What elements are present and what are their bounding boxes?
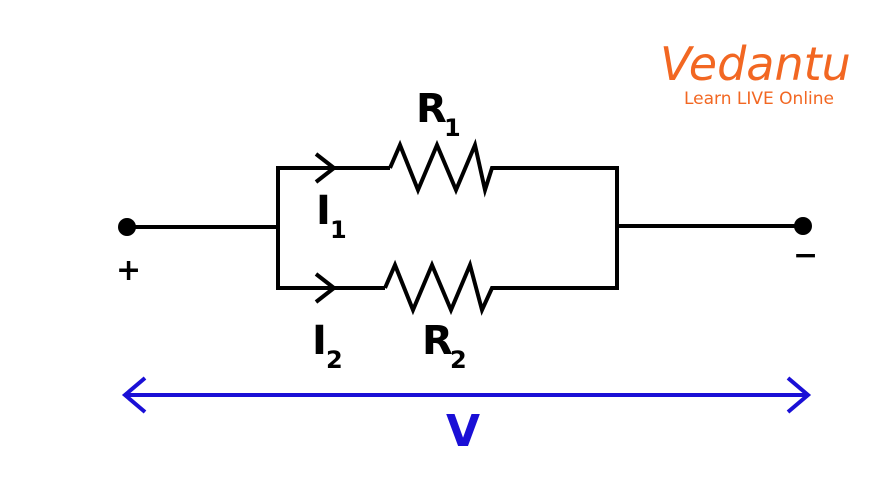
resistor-r2 (383, 258, 619, 316)
svg-text:1: 1 (444, 114, 461, 142)
negative-sign: − (793, 238, 818, 273)
label-r1: R 1 (416, 86, 461, 142)
label-i2: I 2 (312, 318, 343, 374)
voltage-label: V (446, 406, 480, 457)
logo-wordmark: Vedantu (660, 37, 851, 91)
vedantu-logo: Vedantu Learn LIVE Online (660, 37, 851, 109)
positive-terminal (118, 218, 136, 236)
svg-text:2: 2 (450, 346, 467, 374)
svg-text:R: R (422, 318, 453, 364)
svg-text:R: R (416, 86, 447, 132)
negative-terminal (794, 217, 812, 235)
voltage-arrow (121, 376, 812, 414)
label-i1: I 1 (316, 188, 347, 244)
current-arrow-i2 (314, 272, 338, 304)
resistor-r1 (388, 138, 619, 198)
svg-text:I: I (316, 188, 331, 234)
svg-text:2: 2 (326, 346, 343, 374)
positive-sign: + (116, 253, 141, 288)
svg-text:I: I (312, 318, 327, 364)
svg-text:1: 1 (330, 216, 347, 244)
logo-tagline: Learn LIVE Online (684, 89, 834, 109)
current-arrow-i1 (314, 152, 338, 184)
label-r2: R 2 (422, 318, 467, 374)
